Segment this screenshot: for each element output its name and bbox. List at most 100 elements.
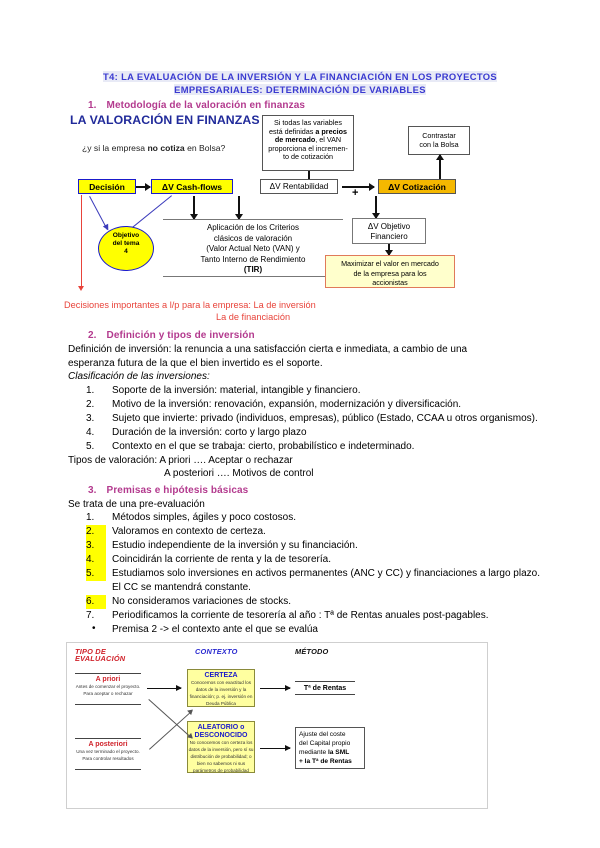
list-item-text: Soporte de la inversión: material, intan… <box>112 384 361 396</box>
maximizar-l2: de la empresa para los <box>353 268 427 278</box>
section-heading-2: 2. Definición y tipos de inversión <box>88 330 600 341</box>
criterios-l5: (TIR) <box>243 265 263 274</box>
note-l4: proporciona el incremen- <box>268 143 348 153</box>
list-item-marker: 3. <box>86 539 106 553</box>
question-bold: no cotiza <box>147 143 185 153</box>
objetivo-financiero-box: ΔV Objetivo Financiero <box>352 218 426 244</box>
diagram2-header-metodo: MÉTODO <box>295 647 329 656</box>
maximizar-valor-box: Maximizar el valor en mercado de la empr… <box>325 255 455 288</box>
red-note-decisiones: Decisiones importantes a l/p para la emp… <box>64 299 600 323</box>
list-item-marker: 5. <box>86 567 106 581</box>
list-item: 2.Motivo de la inversión: renovación, ex… <box>86 398 542 412</box>
diagram2-header-tipo: TIPO DE EVALUACIÓN <box>75 648 125 662</box>
list-item-text: Duración de la inversión: corto y largo … <box>112 426 307 438</box>
list-item: 5.Estudiamos solo inversiones en activos… <box>86 567 542 595</box>
rentabilidad-box: ΔV Rentabilidad <box>260 179 338 194</box>
definicion-l1: Definición de inversión: la renuncia a u… <box>68 344 468 355</box>
arrow-rentabilidad-cotizacion <box>342 183 375 190</box>
metodo-ajuste-box: Ajuste del coste del Capital propio medi… <box>295 727 365 769</box>
arrow-apriori-certeza <box>147 684 182 692</box>
diagram2-header-contexto: CONTEXTO <box>195 647 238 656</box>
document-title: T4: LA EVALUACIÓN DE LA INVERSIÓN Y LA F… <box>70 0 530 96</box>
clasificacion-list: 1. Soporte de la inversión: material, int… <box>86 384 542 454</box>
objetivo-l2: del tema <box>112 240 140 247</box>
metodo2-l1: Ajuste del coste <box>299 731 346 738</box>
maximizar-l3: accionistas <box>372 278 408 288</box>
a-posteriori-box: A posteriori Una vez terminado el proyec… <box>75 738 141 770</box>
objetivo-l3: 4 <box>124 248 128 255</box>
plus-sign: + <box>352 187 359 199</box>
metodo2-l3b: la SML <box>327 749 350 756</box>
criterios-l2: clásicos de valoración <box>213 233 293 243</box>
cotizacion-box: ΔV Cotización <box>378 179 456 194</box>
contexto-metodo-diagram: TIPO DE EVALUACIÓN CONTEXTO MÉTODO A pri… <box>66 642 488 809</box>
list-item-text: Métodos simples, ágiles y poco costosos. <box>112 512 296 523</box>
list-item-marker: 1. <box>86 384 95 396</box>
aposteriori-title: A posteriori <box>88 741 128 748</box>
list-item-marker: 1. <box>86 512 95 523</box>
definicion-l2: esperanza futura de la que el bien inver… <box>68 357 323 369</box>
list-item: Premisa 2 -> el contexto ante el que se … <box>86 622 542 637</box>
certeza-title: CERTEZA <box>204 672 238 679</box>
obj-fin-l1: ΔV Objetivo <box>367 222 411 231</box>
blue-arrow-decision-objetivo <box>88 196 108 231</box>
aleatorio-body: No conocemos con certeza los datos de la… <box>188 740 254 773</box>
note-l2a: está definidas <box>269 126 316 136</box>
criterios-clasicos-box: Aplicación de los Criterios clásicos de … <box>163 219 343 277</box>
red-arrow-head <box>77 286 84 291</box>
premisas-intro: Se trata de una pre-evaluación <box>68 498 205 510</box>
list-item-text: Estudio independiente de la inversión y … <box>112 540 358 551</box>
section-1-label: Metodología de la valoración en finanzas <box>106 100 306 111</box>
arrow-aleatorio-metodo <box>260 744 291 752</box>
section-3-label: Premisas e hipótesis básicas <box>106 484 249 496</box>
maximizar-l1: Maximizar el valor en mercado <box>341 259 439 268</box>
objetivo-l1: Objetivo <box>112 232 140 239</box>
note-l5: to de cotización <box>283 152 333 162</box>
apriori-title: A priori <box>95 676 121 683</box>
arrow-certeza-metodo <box>260 684 291 692</box>
arrow-to-criterios-right <box>235 196 242 220</box>
hdr-tipo-l2: EVALUACIÓN <box>75 654 126 663</box>
clasificacion-label: Clasificación de las inversiones: <box>68 371 210 382</box>
section-2-label: Definición y tipos de inversión <box>106 330 255 341</box>
list-item-marker: 6. <box>86 595 106 609</box>
section-1-number: 1. <box>88 100 97 111</box>
tipos-l1: Tipos de valoración: A priori …. Aceptar… <box>68 454 293 466</box>
list-item-marker: 3. <box>86 412 95 424</box>
obj-fin-l2: Financiero <box>370 232 408 241</box>
arrow-to-objetivo-financiero <box>372 196 379 219</box>
arrow-cotizacion-up <box>436 154 443 187</box>
arrow-to-criterios-left <box>190 196 197 220</box>
certeza-body: Conocemos con exactitud los datos de la … <box>189 680 253 706</box>
arrow-decision-cashflows <box>136 183 151 190</box>
red-note-l1: Decisiones importantes a l/p para la emp… <box>64 300 316 310</box>
list-item-marker: 5. <box>86 440 95 452</box>
red-note-l2: La de financiación <box>216 312 291 322</box>
title-line-2: EMPRESARIALES: DETERMINACIÓN DE VARIABLE… <box>174 84 426 95</box>
aleatorio-title-l1: ALEATORIO o <box>197 724 245 731</box>
hdr-tipo-l1: TIPO DE <box>75 647 106 656</box>
list-item-marker: 7. <box>86 610 95 621</box>
tipos-l2: A posteriori …. Motivos de control <box>164 468 314 479</box>
list-item: 4.Coincidirán la corriente de renta y la… <box>86 553 542 567</box>
title-line-1: T4: LA EVALUACIÓN DE LA INVERSIÓN Y LA F… <box>103 71 497 82</box>
criterios-l1: Aplicación de los Criterios <box>206 223 300 232</box>
metodo-rentas-box: Tª de Rentas <box>295 681 355 695</box>
section-2-number: 2. <box>88 330 97 341</box>
list-item-text: No consideramos variaciones de stocks. <box>112 596 291 607</box>
list-item: 5.Contexto en el que se trabaja: cierto,… <box>86 440 542 454</box>
cash-flows-box: ΔV Cash-flows <box>151 179 233 194</box>
metodo2-l2: del Capital propio <box>299 740 351 747</box>
note-l2b: a precios <box>315 126 347 136</box>
certeza-box: CERTEZA Conocemos con exactitud los dato… <box>187 669 255 707</box>
metodo2-l4: + la Tª de Rentas <box>299 758 352 765</box>
definicion-paragraph: Definición de inversión: la renuncia a u… <box>68 343 542 370</box>
premisas-list: 1. Métodos simples, ágiles y poco costoso… <box>86 511 542 623</box>
note-l1: Si todas las variables <box>274 118 342 127</box>
objetivo-tema-ellipse: Objetivo del tema 4 <box>98 226 154 271</box>
metodo2-l3a: mediante <box>299 749 328 756</box>
a-priori-box: A priori Antes de comenzar el proyecto. … <box>75 673 141 705</box>
list-item-text: Periodificamos la corriente de tesorería… <box>112 610 489 621</box>
aleatorio-title-l2: DESCONOCIDO <box>194 732 248 739</box>
list-item-text: Sujeto que invierte: privado (individuos… <box>112 412 538 424</box>
